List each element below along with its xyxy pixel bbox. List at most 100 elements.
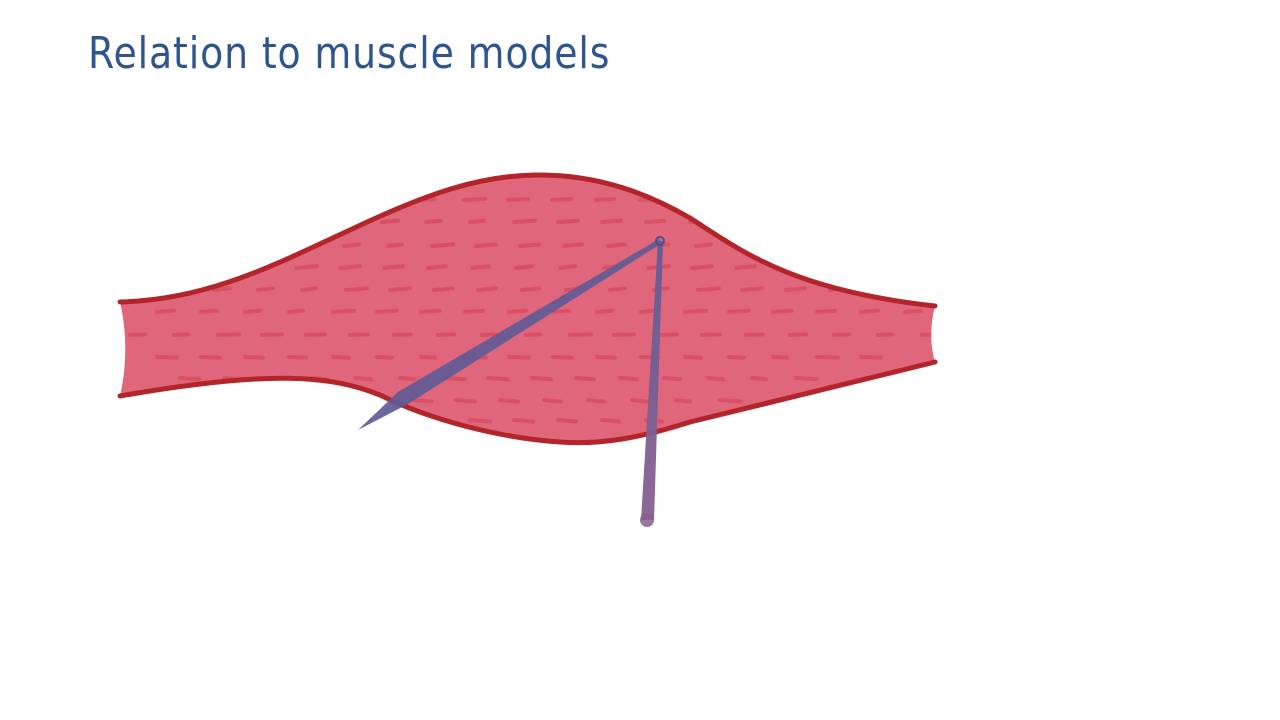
fiber-mark [410, 398, 434, 404]
fiber-mark [656, 332, 679, 337]
fiber-mark [199, 308, 219, 314]
fiber-mark [212, 286, 232, 292]
muscle-fibers [128, 197, 935, 424]
fiber-mark [424, 218, 443, 224]
fiber-mark [771, 355, 789, 360]
fiber-mark [260, 332, 284, 337]
fiber-mark [436, 332, 456, 337]
fiber-mark [512, 418, 535, 424]
fiber-mark [468, 218, 486, 224]
muscle-outline-top [117, 172, 938, 309]
fiber-mark [618, 376, 639, 382]
fiber-mark [462, 197, 487, 202]
fiber-mark [375, 308, 399, 314]
fiber-mark [606, 242, 627, 248]
fiber-mark [639, 308, 657, 314]
fiber-mark [558, 264, 577, 270]
fiber-mark [430, 242, 455, 248]
fiber-mark [507, 308, 528, 314]
electrode-needle-left [358, 239, 662, 430]
fiber-mark [815, 308, 837, 314]
fiber-mark [518, 242, 541, 248]
fiber-mark [542, 398, 563, 404]
fiber-mark [168, 286, 189, 292]
fiber-mark [486, 376, 510, 382]
fiber-mark [354, 376, 373, 382]
fiber-mark [574, 376, 596, 382]
fiber-mark [815, 355, 840, 360]
fiber-mark [744, 332, 765, 337]
fiber-mark [331, 308, 356, 314]
fiber-mark [586, 398, 606, 404]
fiber-mark [243, 308, 262, 314]
fiber-mark [216, 332, 241, 337]
fiber-mark [920, 332, 935, 337]
muscle-body [120, 174, 935, 443]
fiber-mark [243, 355, 265, 360]
fiber-mark [432, 286, 455, 292]
fiber-mark [128, 332, 147, 337]
fiber-mark [155, 355, 179, 360]
fiber-mark [718, 398, 743, 404]
fiber-mark [750, 376, 768, 382]
fiber-mark [375, 355, 394, 360]
fiber-mark [600, 418, 621, 424]
fiber-mark [507, 355, 531, 360]
fiber-mark [903, 308, 923, 314]
fiber-mark [256, 286, 275, 292]
muscle-outline-bottom [117, 359, 938, 446]
fiber-mark [172, 332, 190, 337]
fiber-mark [859, 355, 883, 360]
fiber-mark [551, 308, 571, 314]
fiber-mark [344, 286, 369, 292]
fiber-mark [454, 398, 477, 404]
fiber-mark [398, 376, 416, 382]
fiber-mark [859, 308, 880, 314]
fiber-mark [287, 355, 308, 360]
fiber-mark [287, 308, 305, 314]
fiber-mark [630, 398, 649, 404]
fiber-mark [794, 376, 819, 382]
fiber-mark [470, 264, 491, 270]
fiber-mark [512, 218, 537, 224]
fiber-mark [338, 264, 362, 270]
fiber-mark [386, 242, 404, 248]
fiber-mark [388, 286, 412, 292]
fiber-mark [476, 286, 498, 292]
fiber-mark [784, 286, 807, 292]
fiber-mark [700, 332, 722, 337]
fiber-mark [644, 218, 666, 224]
fiber-mark [524, 332, 542, 337]
electrode-needle-right [641, 241, 663, 520]
needle-tip-dot [640, 513, 654, 527]
fiber-mark [199, 355, 222, 360]
fiber-mark [463, 308, 485, 314]
fiber-mark [788, 332, 808, 337]
fiber-mark [392, 332, 413, 337]
fiber-mark [832, 332, 851, 337]
fiber-mark [426, 264, 448, 270]
fiber-mark [771, 308, 794, 314]
fiber-mark [734, 264, 757, 270]
fiber-mark [690, 264, 714, 270]
fiber-mark [419, 308, 442, 314]
fiber-mark [595, 355, 617, 360]
fiber-mark [468, 418, 492, 424]
fiber-mark [506, 197, 530, 202]
fiber-mark [382, 264, 405, 270]
fiber-mark [530, 376, 553, 382]
fiber-mark [556, 418, 578, 424]
fiber-mark [348, 332, 370, 337]
fiber-mark [380, 218, 400, 224]
fiber-mark [155, 308, 176, 314]
fiber-mark [568, 332, 593, 337]
fiber-mark [520, 286, 541, 292]
fiber-mark [612, 332, 636, 337]
fiber-mark [550, 197, 573, 202]
fiber-mark [294, 264, 319, 270]
fiber-mark [551, 355, 574, 360]
fiber-mark [662, 376, 682, 382]
fiber-mark [514, 264, 534, 270]
slide-title: Relation to muscle models [88, 28, 611, 79]
